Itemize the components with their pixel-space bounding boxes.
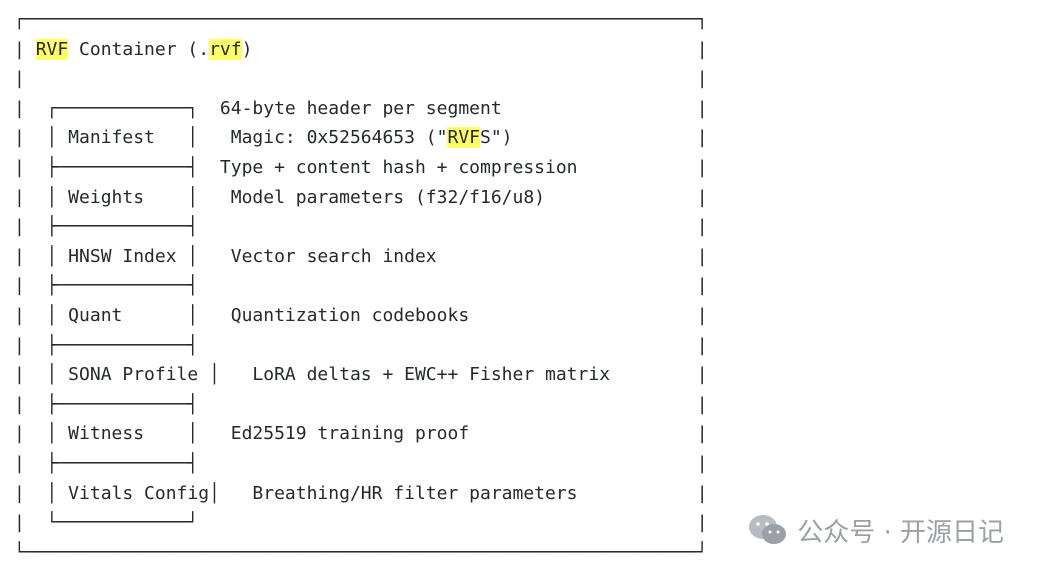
code-line: | │ HNSW Index │ Vector search index | xyxy=(14,245,708,267)
code-line: | ├────────────┤ | xyxy=(14,334,708,356)
code-line: | └────────────┘ | xyxy=(14,512,708,534)
code-line: | ├────────────┤ | xyxy=(14,275,708,297)
code-line: | │ SONA Profile │ LoRA deltas + EWC++ F… xyxy=(14,364,708,386)
code-line: | │ Weights │ Model parameters (f32/f16/… xyxy=(14,186,708,208)
watermark: 公众号 · 开源日记 xyxy=(747,510,1004,550)
code-line: | ┌────────────┐ 64-byte header per segm… xyxy=(14,97,708,119)
code-line: └───────────────────────────────────────… xyxy=(14,541,708,563)
code-line: ┌───────────────────────────────────────… xyxy=(14,9,708,30)
code-line: | │ Manifest │ Magic: 0x52564653 ("RVFS"… xyxy=(14,127,708,149)
code-line: | │ Vitals Config│ Breathing/HR filter p… xyxy=(14,482,708,504)
code-line: | │ Witness │ Ed25519 training proof | xyxy=(14,423,708,445)
wechat-icon xyxy=(749,515,787,544)
code-line: | ├────────────┤ | xyxy=(14,216,708,238)
code-line: | RVF Container (.rvf) | xyxy=(14,38,708,60)
watermark-text: 公众号 · 开源日记 xyxy=(797,517,1004,548)
code-line: | ├────────────┤ | xyxy=(14,393,708,415)
code-line: | ├────────────┤ Type + content hash + c… xyxy=(14,157,708,178)
code-line: | ├────────────┤ | xyxy=(14,453,708,474)
code-line: | │ Quant │ Quantization codebooks | xyxy=(14,305,708,326)
code-line: | | xyxy=(14,68,708,90)
